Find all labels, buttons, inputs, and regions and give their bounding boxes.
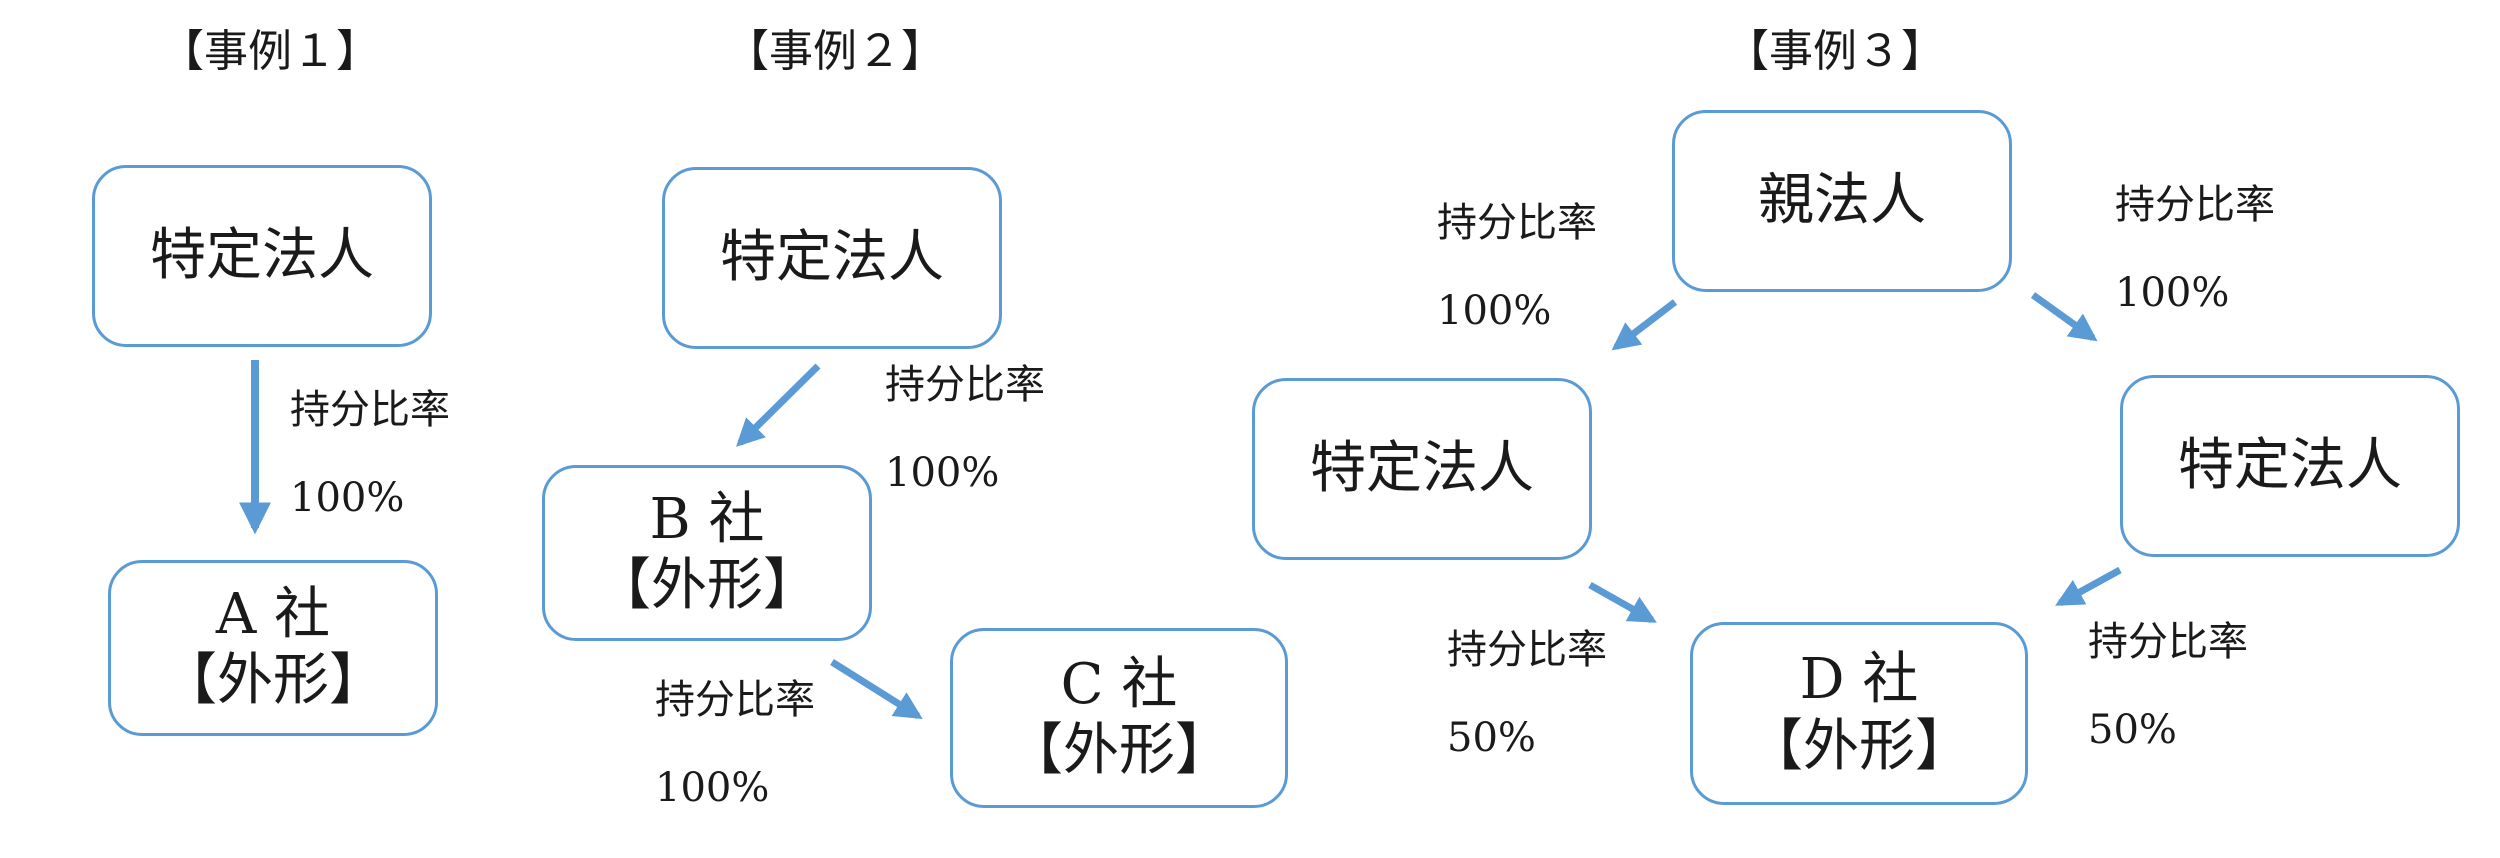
case-3-arrow-to-right-specified [2030,292,2098,342]
ratio-value: 100% [290,475,405,521]
ratio-label: 持分比率 [1447,627,1607,673]
ratio-value: 100% [655,765,770,811]
box-label: 特定法人 [720,224,944,290]
box-label-line-1: D 社 [1799,647,1919,713]
box-label: 特定法人 [2178,432,2402,498]
case-3-specified-corporation-left-box: 特定法人 [1252,378,1592,560]
case-2-arrow-to-b [736,363,821,447]
case-3-title: 【事例３】 [1725,26,1945,77]
box-label-line-2: 【外形】 [1007,718,1231,783]
box-label-line-1: B 社 [649,486,765,552]
case-3-ownership-ratio-top-right: 持分比率 100% [2115,185,2275,313]
case-3-parent-corporation-box: 親法人 [1672,110,2012,292]
ratio-value: 100% [1437,288,1552,334]
case-2-company-b-box: B 社 【外形】 [542,465,872,641]
case-3-specified-corporation-right-box: 特定法人 [2120,375,2460,557]
box-label: 特定法人 [1310,435,1534,501]
ratio-label: 持分比率 [1437,200,1597,246]
case-2-company-c-box: C 社 【外形】 [950,628,1288,808]
box-label-line-2: 【外形】 [1747,713,1971,779]
case-3-arrow-left-to-d [1588,581,1657,624]
case-3-ownership-ratio-bottom-right: 持分比率 50% [2088,622,2248,750]
case-2-specified-corporation-box: 特定法人 [662,167,1002,349]
ratio-label: 持分比率 [2115,182,2275,228]
ratio-value: 100% [885,450,1000,496]
case-1-company-a-box: A 社 【外形】 [108,560,438,736]
case-1-ownership-ratio: 持分比率 100% [290,390,450,518]
ratio-value: 100% [2115,270,2230,316]
case-2-ownership-ratio-lower: 持分比率 100% [655,680,815,808]
case-3-arrow-right-to-d [2055,566,2122,607]
ratio-label: 持分比率 [2088,619,2248,665]
box-label-line-2: 【外形】 [161,648,385,713]
ratio-label: 持分比率 [290,387,450,433]
ratio-value: 50% [2088,707,2177,753]
case-3-ownership-ratio-top-left: 持分比率 100% [1437,203,1597,331]
box-label-line-2: 【外形】 [595,553,819,618]
box-label: 特定法人 [150,222,374,288]
case-2-arrow-to-c [830,659,923,719]
case-3-company-d-box: D 社 【外形】 [1690,622,2028,805]
case-1-title: 【事例１】 [160,26,380,77]
case-3-ownership-ratio-bottom-left: 持分比率 50% [1447,630,1607,758]
case-1-specified-corporation-box: 特定法人 [92,165,432,347]
case-3-arrow-to-left-specified [1611,299,1678,351]
ratio-label: 持分比率 [655,677,815,723]
ratio-label: 持分比率 [885,362,1045,408]
case-2-ownership-ratio-upper: 持分比率 100% [885,365,1045,493]
box-label-line-1: A 社 [215,581,331,647]
box-label: 親法人 [1758,167,1926,233]
case-2-title: 【事例２】 [725,26,945,77]
box-label-line-1: C 社 [1060,651,1178,717]
ratio-value: 50% [1447,715,1536,761]
